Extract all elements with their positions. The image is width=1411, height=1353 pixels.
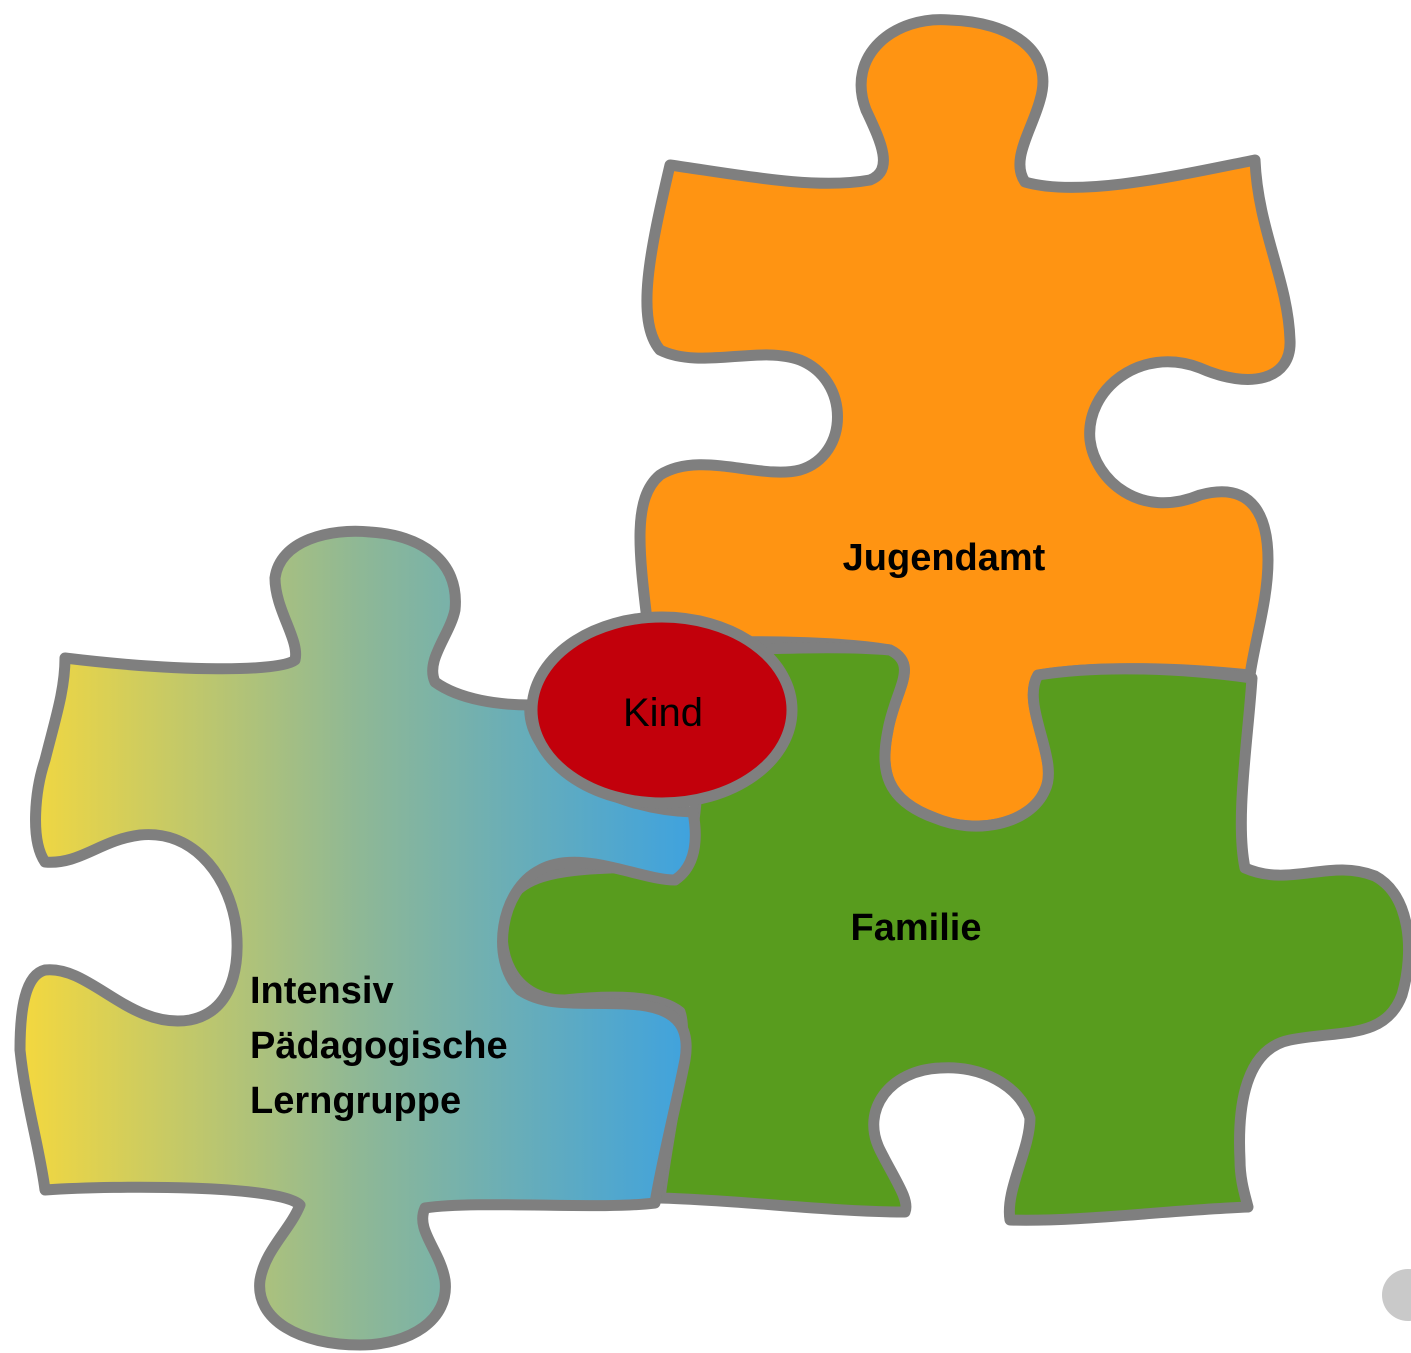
puzzle-piece-jugendamt: [634, 14, 1296, 832]
label-lerngruppe-line-2: Pädagogische: [250, 1025, 508, 1067]
puzzle-piece-lerngruppe: [14, 525, 701, 1351]
label-kind: Kind: [623, 691, 703, 735]
label-lerngruppe-line-3: Lerngruppe: [250, 1080, 461, 1122]
label-jugendamt: Jugendamt: [843, 537, 1046, 579]
label-lerngruppe-line-1: Intensiv: [250, 970, 394, 1012]
center-node-kind: [526, 611, 798, 809]
label-familie: Familie: [851, 907, 982, 949]
decorative-dot: [1382, 1269, 1411, 1321]
